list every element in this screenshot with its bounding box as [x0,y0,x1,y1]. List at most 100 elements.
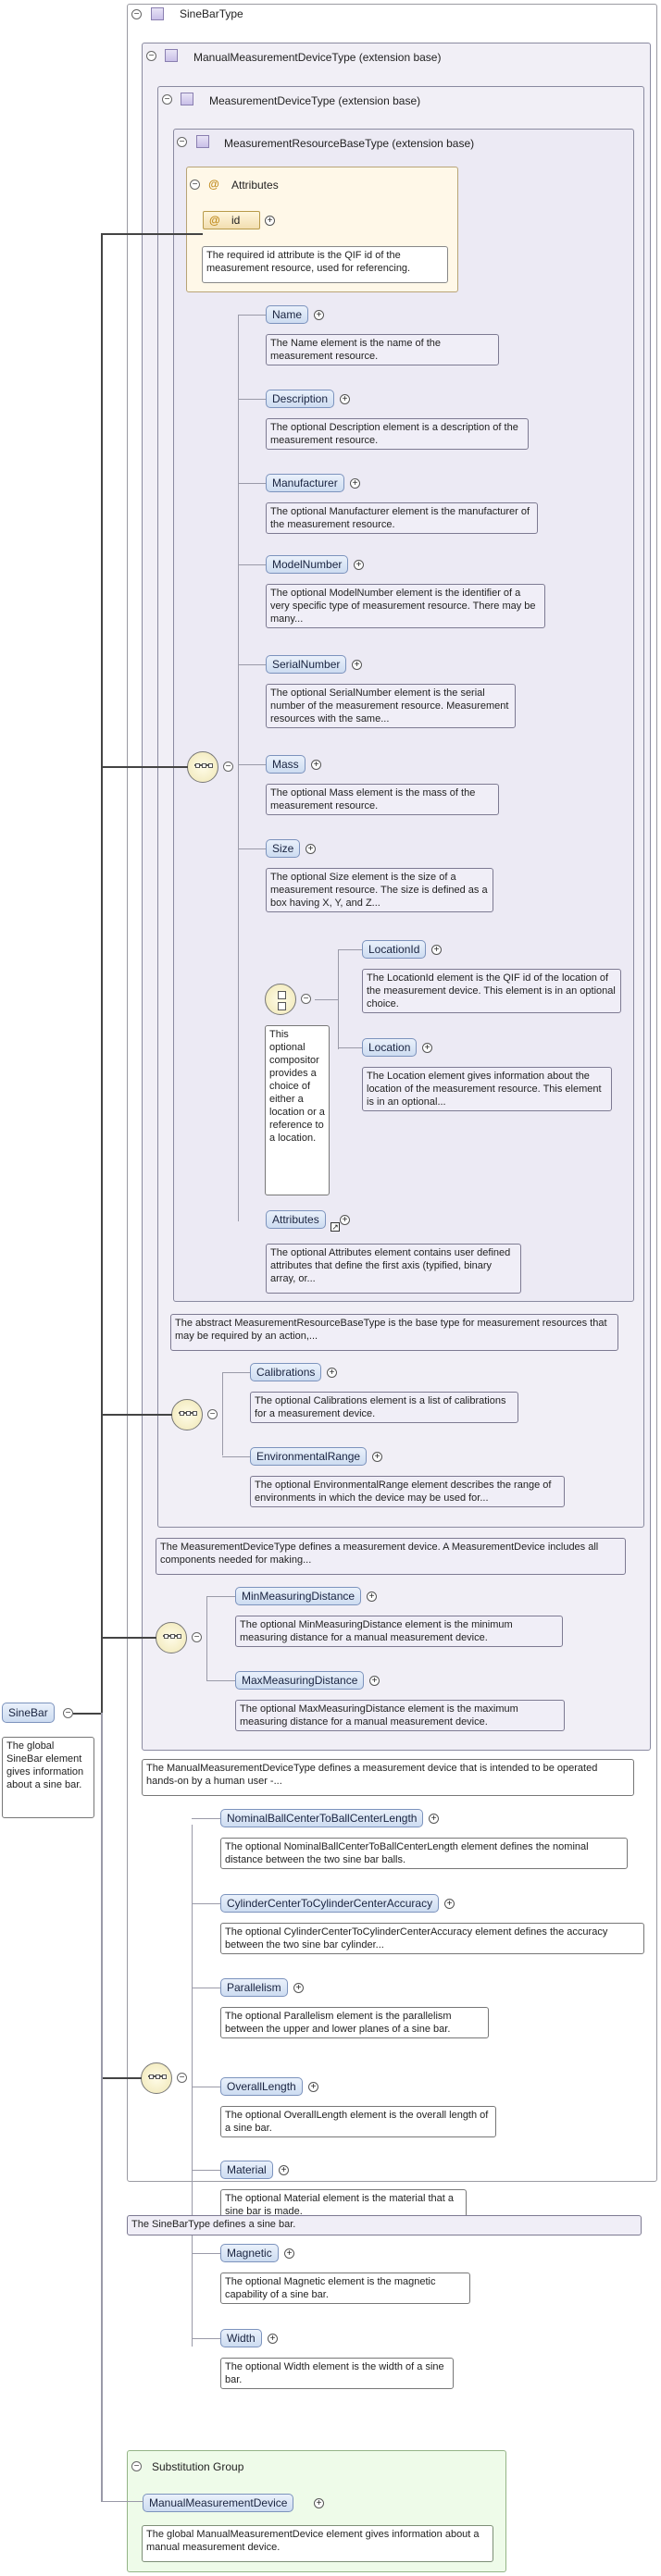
connector-line [101,1713,103,2501]
element-manufacturer[interactable]: Manufacturer [266,474,344,492]
expand-icon[interactable]: + [422,1043,432,1053]
element-note: The optional EnvironmentalRange element … [250,1476,565,1507]
expand-icon[interactable]: + [367,1591,377,1602]
choice-toggle[interactable]: − [301,994,311,1004]
expand-icon[interactable]: + [265,216,275,226]
element-max-measuring-distance[interactable]: MaxMeasuringDistance [235,1671,365,1690]
manual-type-title: ManualMeasurementDeviceType (extension b… [193,51,442,64]
expand-icon[interactable]: + [352,660,362,670]
connector-line [101,2077,142,2079]
expand-icon[interactable]: + [306,844,316,854]
substitution-note: The global ManualMeasurementDevice eleme… [142,2525,493,2562]
root-note: The global SineBar element gives informa… [2,1737,94,1818]
element-overall-length[interactable]: OverallLength [220,2077,303,2096]
sinebar-root-toggle[interactable]: − [63,1708,73,1718]
manual-type-toggle[interactable]: − [146,51,156,61]
sequence-compositor-icon[interactable] [156,1622,187,1653]
connector-line [101,233,103,1714]
expand-icon[interactable]: + [350,478,360,489]
expand-icon[interactable]: + [444,1899,455,1909]
sequence-compositor-icon[interactable] [141,2062,172,2094]
element-min-measuring-distance[interactable]: MinMeasuringDistance [235,1587,362,1605]
element-note: The optional Description element is a de… [266,418,529,450]
expand-icon[interactable]: + [314,2498,324,2508]
sequence-toggle[interactable]: − [207,1409,218,1419]
sequence-toggle[interactable]: − [177,2073,187,2083]
sequence-toggle[interactable]: − [223,762,233,772]
connector-line [101,2501,143,2502]
element-note: The optional MaxMeasuringDistance elemen… [235,1700,565,1731]
connector-line [192,2170,220,2171]
manual-type-note: The ManualMeasurementDeviceType defines … [142,1759,634,1796]
element-width[interactable]: Width [220,2329,262,2347]
attributes-toggle[interactable]: − [190,180,200,190]
device-type-title: MeasurementDeviceType (extension base) [209,94,421,107]
choice-compositor-icon[interactable] [265,984,296,1015]
connector-line [238,315,266,316]
expand-icon[interactable]: + [279,2165,289,2175]
expand-icon[interactable]: + [293,1983,304,1993]
element-cylinder-center-to-cylinder-center-accuracy[interactable]: CylinderCenterToCylinderCenterAccuracy [220,1894,440,1913]
sequence-compositor-icon[interactable] [187,751,218,783]
expand-icon[interactable]: + [354,560,364,570]
resource-type-toggle[interactable]: − [177,137,187,147]
element-nominal-ball-center-to-ball-center-length[interactable]: NominalBallCenterToBallCenterLength [220,1809,424,1827]
connector-line [73,1713,102,1715]
expand-icon[interactable]: + [327,1368,337,1378]
id-attribute[interactable]: @ id [203,211,260,229]
expand-icon[interactable]: + [268,2334,278,2344]
expand-icon[interactable]: + [340,1215,350,1225]
element-note: The optional Calibrations element is a l… [250,1392,518,1423]
element-note: The optional ModelNumber element is the … [266,584,545,628]
expand-icon[interactable]: + [340,394,350,404]
expand-icon[interactable]: + [314,310,324,320]
connector-line [238,664,266,665]
element-mass[interactable]: Mass [266,755,306,774]
element-location-id[interactable]: LocationId [362,940,427,959]
expand-icon[interactable]: + [284,2248,294,2259]
element-magnetic[interactable]: Magnetic [220,2244,279,2262]
id-attribute-note: The required id attribute is the QIF id … [202,246,448,283]
id-attribute-label: id [231,214,241,227]
connector-line [101,766,188,768]
expand-icon[interactable]: + [311,760,321,770]
connector-line [192,1903,220,1904]
expand-icon[interactable]: + [429,1814,439,1824]
substitution-toggle[interactable]: − [131,2461,142,2471]
element-material[interactable]: Material [220,2161,273,2179]
complex-type-icon [181,93,193,105]
sequence-compositor-icon[interactable] [171,1399,203,1430]
element-sinebar-root[interactable]: SineBar [2,1703,55,1723]
element-serial-number[interactable]: SerialNumber [266,655,347,674]
element-environmental-range[interactable]: EnvironmentalRange [250,1447,368,1466]
element-note: The optional Width element is the width … [220,2358,454,2389]
element-calibrations[interactable]: Calibrations [250,1363,322,1381]
connector-line [315,999,338,1000]
connector-line [206,1680,235,1681]
expand-icon[interactable]: + [431,945,442,955]
element-parallelism[interactable]: Parallelism [220,1978,288,1997]
connector-line [238,848,266,849]
resource-type-title: MeasurementResourceBaseType (extension b… [224,137,475,150]
connector-line [206,1596,235,1597]
expand-icon[interactable]: + [308,2082,318,2092]
connector-line [238,564,266,565]
connector-line [101,1414,172,1416]
connector-line [338,1047,362,1048]
element-location[interactable]: Location [362,1038,418,1057]
element-note: The optional Parallelism element is the … [220,2007,489,2038]
expand-icon[interactable]: + [369,1676,380,1686]
element-model-number[interactable]: ModelNumber [266,555,349,574]
element-attributes[interactable]: Attributes [266,1210,326,1229]
sequence-toggle[interactable]: − [192,1632,202,1642]
element-description[interactable]: Description [266,390,335,408]
expand-icon[interactable]: + [372,1452,382,1462]
element-name[interactable]: Name [266,305,309,324]
device-type-note: The MeasurementDeviceType defines a meas… [156,1538,626,1575]
element-note: The optional Size element is the size of… [266,868,493,912]
element-manual-measurement-device[interactable]: ManualMeasurementDevice [143,2494,294,2512]
device-type-toggle[interactable]: − [162,94,172,105]
element-size[interactable]: Size [266,839,301,858]
sinebar-type-toggle[interactable]: − [131,9,142,19]
element-note: The optional CylinderCenterToCylinderCen… [220,1923,644,1954]
